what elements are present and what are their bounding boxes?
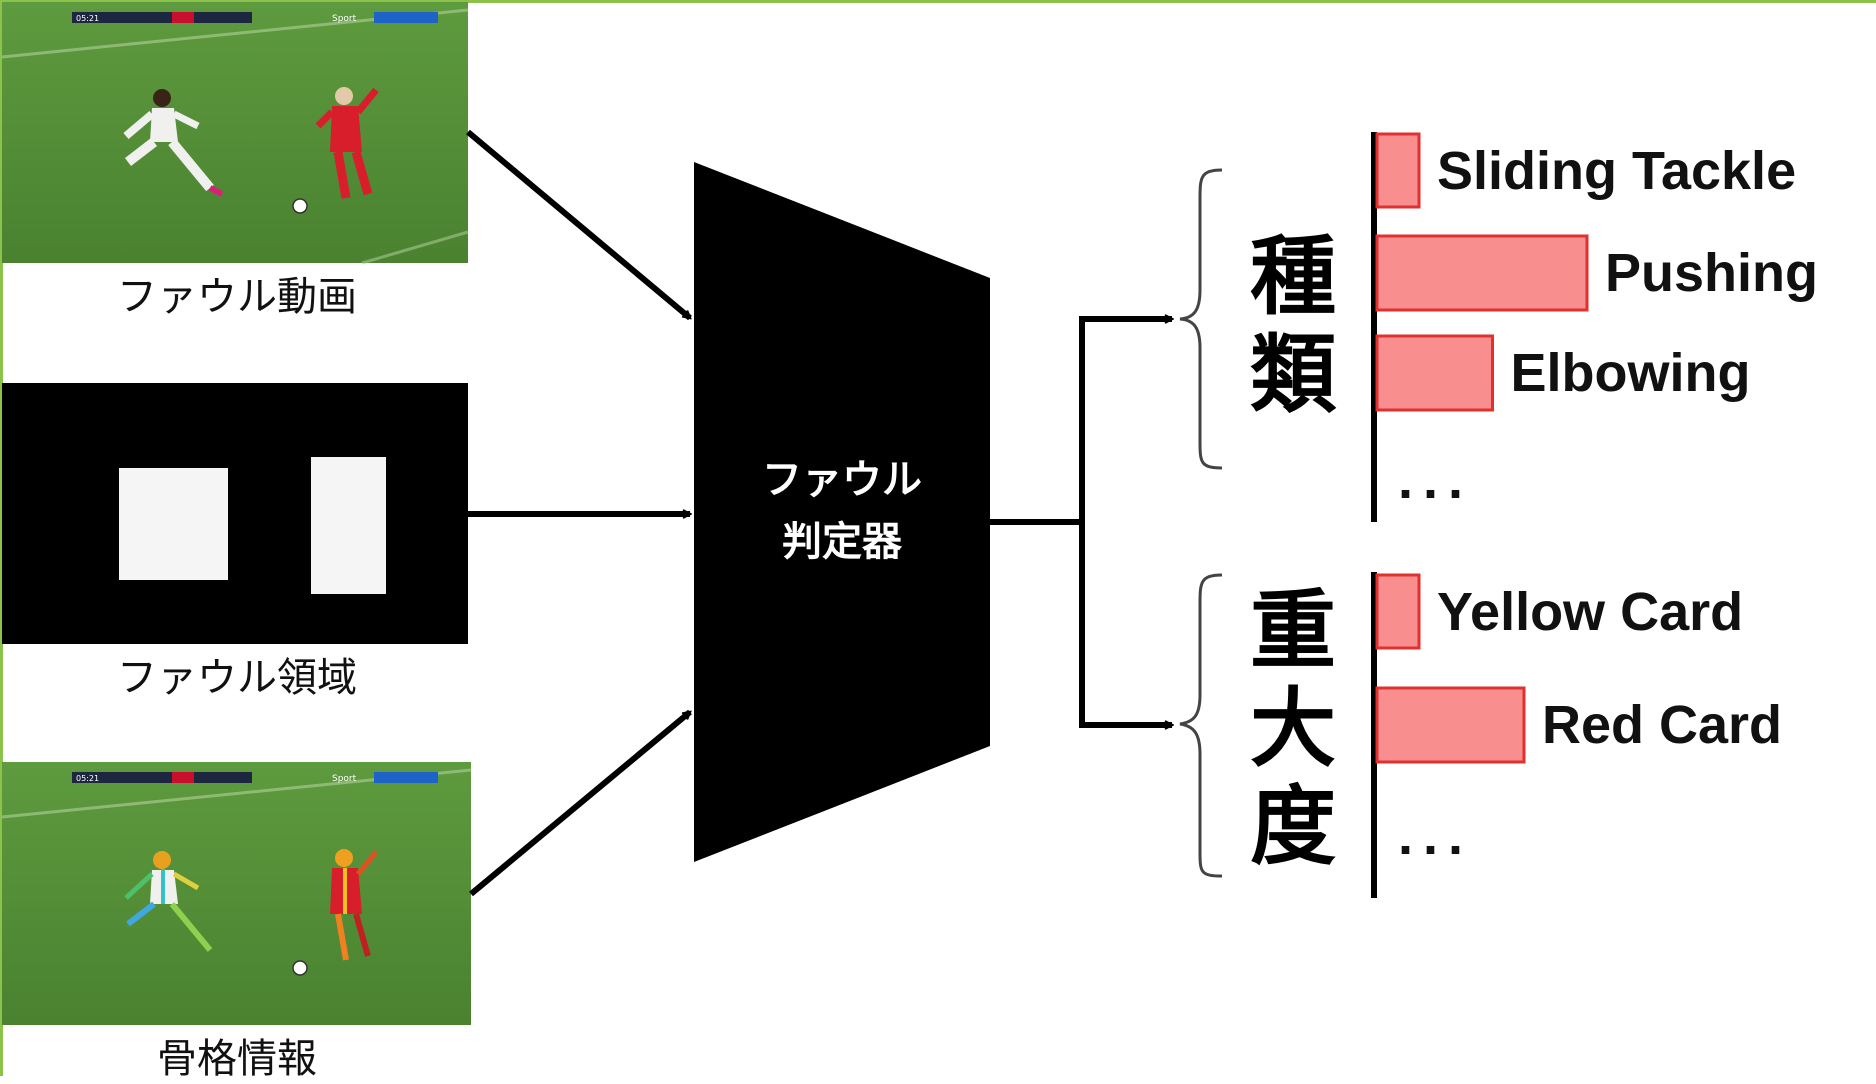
score-bar	[1375, 234, 1589, 312]
home-player-skeleton	[330, 849, 378, 961]
model-label-line1: ファウル	[762, 457, 922, 503]
region-box-away	[119, 468, 228, 580]
type-brace	[1179, 168, 1223, 470]
class-label: Red Card	[1542, 695, 1783, 755]
ball	[292, 198, 308, 214]
arrow-skeleton-to-model	[469, 709, 690, 897]
type-bars	[1375, 132, 1589, 412]
scoreboard: 05:21 Sport	[72, 772, 438, 784]
class-label: Elbowing	[1510, 343, 1751, 403]
group-label-char: 種	[1250, 227, 1336, 327]
severity-bars	[1375, 573, 1526, 764]
svg-text:05:21: 05:21	[76, 774, 99, 783]
arrow-video-to-model	[466, 129, 690, 321]
scoreboard: 05:21 Sport	[72, 12, 438, 24]
group-label-char: 大	[1250, 679, 1336, 779]
score-bar	[1375, 132, 1421, 209]
type-more-ellipsis: ...	[1398, 450, 1474, 510]
away-player-skeleton	[124, 851, 213, 952]
score-bar	[1375, 334, 1494, 412]
region-box-home	[311, 457, 386, 594]
foul-region-label: ファウル領域	[117, 655, 357, 701]
svg-text:05:21: 05:21	[76, 14, 99, 23]
severity-more-ellipsis: ...	[1398, 806, 1474, 866]
group-label-char: 重	[1250, 581, 1336, 681]
svg-text:Sport: Sport	[332, 14, 357, 24]
skeleton-info-label: 骨格情報	[157, 1036, 317, 1082]
severity-group-label: 重大度	[1238, 582, 1348, 876]
score-bar	[1375, 686, 1526, 764]
output-branch-lines	[990, 316, 1172, 728]
severity-brace	[1179, 573, 1223, 878]
model-label: ファウル 判定器	[692, 449, 992, 573]
away-player	[123, 89, 224, 197]
class-label: Sliding Tackle	[1437, 140, 1797, 201]
class-label: Pushing	[1605, 243, 1818, 303]
foul-video-thumbnail: 05:21 Sport	[1, 2, 469, 265]
home-player	[315, 87, 379, 199]
ball	[292, 960, 308, 976]
skeleton-thumbnail: 05:21 Sport	[1, 762, 472, 1025]
model-label-line2: 判定器	[782, 519, 902, 565]
group-label-char: 度	[1250, 777, 1336, 877]
type-group-label: 種類	[1238, 228, 1348, 424]
foul-region-mask	[2, 383, 468, 644]
svg-text:Sport: Sport	[332, 774, 357, 784]
foul-classifier-model	[694, 162, 990, 862]
foul-video-label: ファウル動画	[117, 274, 357, 320]
score-bar	[1375, 573, 1421, 650]
group-label-char: 類	[1250, 325, 1336, 425]
class-label: Yellow Card	[1437, 581, 1744, 642]
